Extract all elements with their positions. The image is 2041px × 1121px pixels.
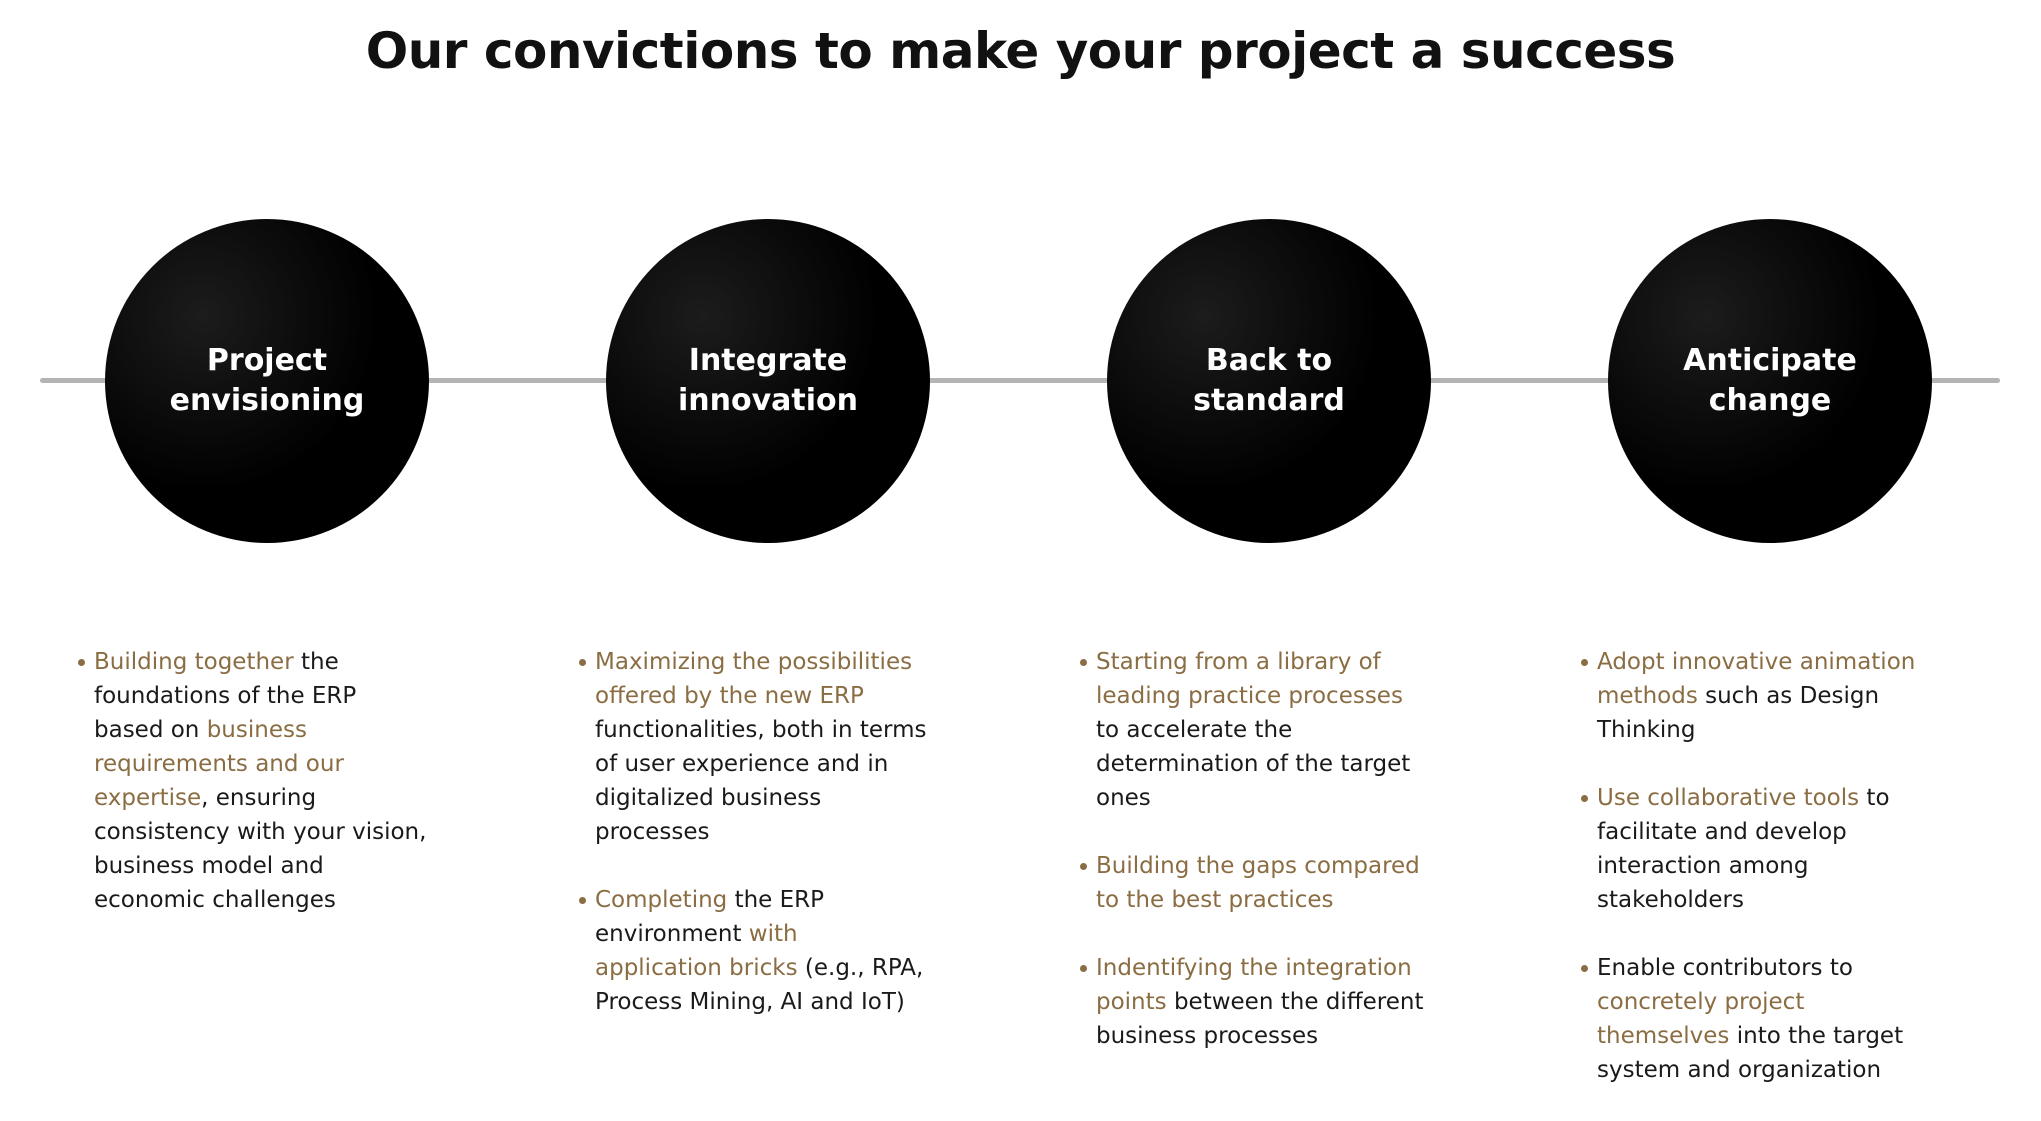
- pillar-label: Integrate innovation: [678, 343, 858, 418]
- pillar-bullets: Adopt innovative animation methods such …: [1581, 645, 1931, 1121]
- bullet-item: Starting from a library of leading pract…: [1080, 645, 1430, 815]
- body-text: the ERP environment: [595, 887, 825, 947]
- page-title: Our convictions to make your project a s…: [365, 22, 1676, 80]
- highlighted-text: Building the gaps compared to the best p…: [1096, 853, 1420, 913]
- highlighted-text: Completing: [595, 887, 728, 913]
- body-text: to accelerate the determination of the t…: [1096, 717, 1411, 811]
- pillar-bullets: Starting from a library of leading pract…: [1080, 645, 1430, 1087]
- body-text: into the target system and organization: [1597, 1023, 1904, 1083]
- body-text: such as Design Thinking: [1597, 683, 1880, 743]
- pillar-bullets: Building together the foundations of the…: [78, 645, 428, 951]
- highlighted-text: with application bricks: [595, 921, 798, 981]
- highlighted-text: Use collaborative tools: [1597, 785, 1860, 811]
- pillar-label: Project envisioning: [169, 343, 365, 418]
- bullet-item: Indentifying the integration points betw…: [1080, 951, 1430, 1053]
- highlighted-text: business requirements and our expertise: [94, 717, 344, 811]
- bullet-item: Enable contributors to concretely projec…: [1581, 951, 1931, 1087]
- body-text: the foundations of the ERP based on: [94, 649, 357, 743]
- highlighted-text: concretely project themselves: [1597, 989, 1805, 1049]
- timeline-line: [40, 378, 2000, 383]
- highlighted-text: Maximizing the possibilities offered by …: [595, 649, 913, 709]
- bullet-item: Use collaborative tools to facilitate an…: [1581, 781, 1931, 917]
- body-text: , ensuring consistency with your vision,…: [94, 785, 427, 913]
- highlighted-text: Building together: [94, 649, 294, 675]
- body-text: to facilitate and develop interaction am…: [1597, 785, 1890, 913]
- bullet-item: Completing the ERP environment with appl…: [579, 883, 929, 1019]
- pillar-label: Back to standard: [1193, 343, 1345, 418]
- pillar-circle: Anticipate change: [1608, 219, 1932, 543]
- bullet-item: Building together the foundations of the…: [78, 645, 428, 917]
- pillar-bullets: Maximizing the possibilities offered by …: [579, 645, 929, 1053]
- bullet-item: Building the gaps compared to the best p…: [1080, 849, 1430, 917]
- bullet-item: Maximizing the possibilities offered by …: [579, 645, 929, 849]
- pillar-circle: Project envisioning: [105, 219, 429, 543]
- bullet-item: Adopt innovative animation methods such …: [1581, 645, 1931, 747]
- highlighted-text: Adopt innovative animation methods: [1597, 649, 1916, 709]
- body-text: (e.g., RPA, Process Mining, AI and IoT): [595, 955, 924, 1015]
- pillar-label: Anticipate change: [1683, 343, 1857, 418]
- pillar-circle: Back to standard: [1107, 219, 1431, 543]
- highlighted-text: Starting from a library of leading pract…: [1096, 649, 1403, 709]
- pillar-circle: Integrate innovation: [606, 219, 930, 543]
- body-text: Enable contributors to: [1597, 955, 1853, 981]
- body-text: between the different business processes: [1096, 989, 1424, 1049]
- body-text: functionalities, both in terms of user e…: [595, 717, 927, 845]
- highlighted-text: Indentifying the integration points: [1096, 955, 1412, 1015]
